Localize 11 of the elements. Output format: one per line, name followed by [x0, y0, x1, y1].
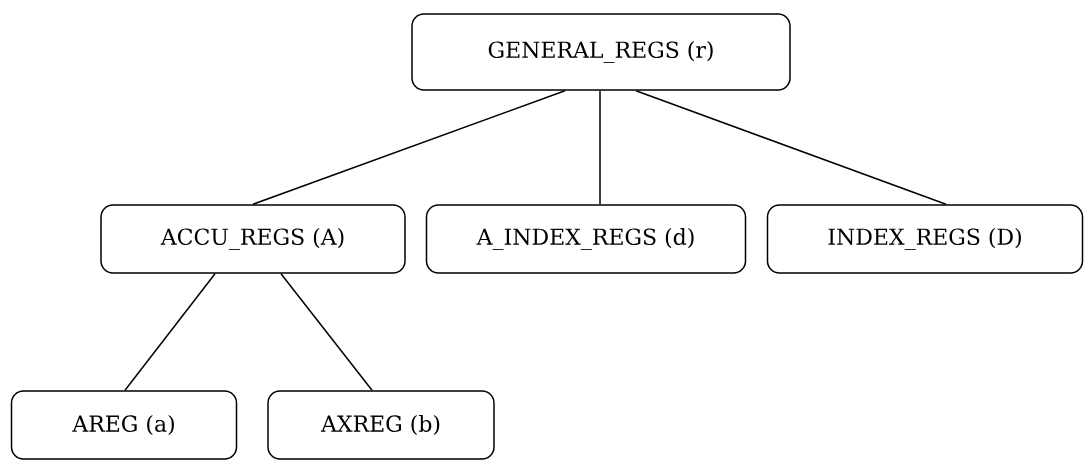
connector-line: [599, 90, 601, 205]
register-class-box: INDEX_REGS (D): [766, 204, 1084, 274]
connector-line: [635, 90, 947, 205]
connector-line: [252, 90, 566, 205]
register-class-box: GENERAL_REGS (r): [411, 13, 791, 91]
register-class-box: ACCU_REGS (A): [100, 204, 406, 274]
register-class-box: AXREG (b): [267, 390, 495, 460]
connector-line: [280, 273, 373, 391]
register-class-box: A_INDEX_REGS (d): [425, 204, 747, 274]
connector-line: [124, 273, 216, 391]
register-class-box: AREG (a): [10, 390, 238, 460]
